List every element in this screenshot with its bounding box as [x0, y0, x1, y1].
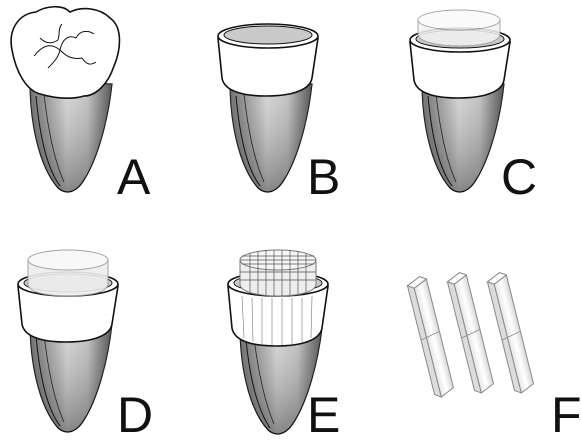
panel-label-c: C: [501, 152, 537, 202]
resin-block: [28, 250, 108, 296]
flat-crown: [218, 24, 318, 96]
panel-label-b: B: [307, 152, 340, 202]
panel-label-e: E: [307, 390, 340, 440]
panel-label-d: D: [117, 390, 153, 440]
panel-label-f: F: [551, 390, 581, 440]
panel-c-resin-disc: [410, 10, 510, 192]
panel-a-intact-tooth: [11, 7, 119, 192]
panel-d-resin-built-up: [18, 250, 118, 432]
root: [230, 82, 312, 192]
stick: [406, 275, 455, 398]
stick: [446, 271, 495, 394]
stick: [486, 271, 535, 394]
panel-f-sticks: [406, 271, 535, 398]
sectioned-resin-block: [240, 250, 316, 296]
resin-disc: [418, 10, 500, 46]
crown-occlusal: [11, 7, 119, 98]
panel-label-a: A: [117, 152, 150, 202]
panel-b-crown-cut: [218, 24, 318, 192]
